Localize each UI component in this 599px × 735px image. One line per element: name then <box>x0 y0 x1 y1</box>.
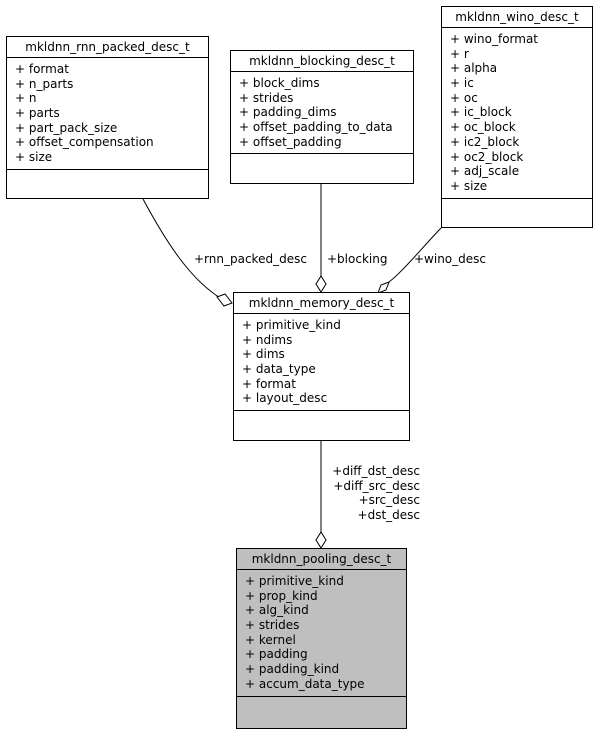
attribute-item: + oc_block <box>450 120 516 135</box>
class-pooling-desc: mkldnn_pooling_desc_t + primitive_kind+ … <box>236 548 407 729</box>
attribute-item: + size <box>15 150 53 165</box>
edge-label-line: +dst_desc <box>357 508 420 523</box>
attribute-item: + strides <box>245 618 300 633</box>
attribute-item: + ic <box>450 76 474 91</box>
attribute-item: + n <box>15 91 37 106</box>
attribute-item: + part_pack_size <box>15 120 118 135</box>
class-title: mkldnn_pooling_desc_t <box>237 549 406 570</box>
edge-label-line: +src_desc <box>358 493 420 508</box>
attribute-list: + block_dims+ strides+ padding_dims+ off… <box>231 72 413 155</box>
attribute-item: + padding <box>245 647 308 662</box>
diamond-wino <box>377 281 390 294</box>
attribute-item: + primitive_kind <box>245 574 344 588</box>
attribute-item: + offset_compensation <box>15 135 154 150</box>
class-blocking-desc: mkldnn_blocking_desc_t + block_dims+ str… <box>230 50 414 184</box>
diamond-memory <box>315 531 327 549</box>
attribute-item: + oc2_block <box>450 149 524 164</box>
attribute-item: + ndims <box>242 332 293 347</box>
attribute-item: + layout_desc <box>242 391 328 406</box>
edge-label-line: +diff_dst_desc <box>332 464 420 478</box>
attribute-item: + offset_padding <box>239 134 342 149</box>
attribute-item: + ic2_block <box>450 134 520 149</box>
edge-label-memory: +diff_dst_desc +diff_src_desc +src_desc … <box>326 464 420 523</box>
attribute-item: + ic_block <box>450 105 512 120</box>
edge-label-wino: +wino_desc <box>414 252 486 266</box>
attribute-item: + offset_padding_to_data <box>239 120 393 135</box>
attribute-item: + r <box>450 46 469 61</box>
attribute-item: + padding_dims <box>239 105 337 120</box>
attribute-item: + format <box>15 62 69 76</box>
attribute-item: + kernel <box>245 632 296 647</box>
attribute-item: + block_dims <box>239 76 320 90</box>
class-title: mkldnn_memory_desc_t <box>234 293 409 314</box>
edge-label-rnn-packed: +rnn_packed_desc <box>194 252 307 266</box>
class-title: mkldnn_rnn_packed_desc_t <box>7 37 208 58</box>
attribute-list: + format+ n_parts+ n+ parts+ part_pack_s… <box>7 58 208 170</box>
attribute-item: + alpha <box>450 61 498 76</box>
attribute-item: + padding_kind <box>245 662 340 677</box>
attribute-list: + wino_format+ r+ alpha+ ic+ oc+ ic_bloc… <box>442 28 592 199</box>
attribute-item: + size <box>450 178 488 193</box>
diamond-rnn-packed <box>216 293 233 307</box>
class-title: mkldnn_blocking_desc_t <box>231 51 413 72</box>
attribute-item: + adj_scale <box>450 164 520 179</box>
attribute-item: + alg_kind <box>245 603 309 618</box>
class-wino-desc: mkldnn_wino_desc_t + wino_format+ r+ alp… <box>441 6 593 228</box>
attribute-item: + n_parts <box>15 76 74 91</box>
edge-label-blocking: +blocking <box>327 252 388 266</box>
attribute-item: + oc <box>450 90 478 105</box>
attribute-item: + parts <box>15 106 60 121</box>
attribute-list: + primitive_kind+ prop_kind+ alg_kind+ s… <box>237 570 406 697</box>
diamond-blocking <box>315 275 327 293</box>
class-title: mkldnn_wino_desc_t <box>442 7 592 28</box>
attribute-item: + primitive_kind <box>242 318 341 332</box>
edge-label-line: +diff_src_desc <box>333 478 420 493</box>
attribute-item: + wino_format <box>450 32 539 46</box>
edge-rnn-packed <box>142 198 223 300</box>
attribute-item: + strides <box>239 90 294 105</box>
attribute-item: + data_type <box>242 362 316 377</box>
attribute-item: + format <box>242 376 296 391</box>
attribute-item: + dims <box>242 347 285 362</box>
attribute-list: + primitive_kind+ ndims+ dims+ data_type… <box>234 314 409 412</box>
class-rnn-packed-desc: mkldnn_rnn_packed_desc_t + format+ n_par… <box>6 36 209 199</box>
attribute-item: + prop_kind <box>245 588 318 603</box>
class-memory-desc: mkldnn_memory_desc_t + primitive_kind+ n… <box>233 292 410 441</box>
attribute-item: + accum_data_type <box>245 676 365 691</box>
